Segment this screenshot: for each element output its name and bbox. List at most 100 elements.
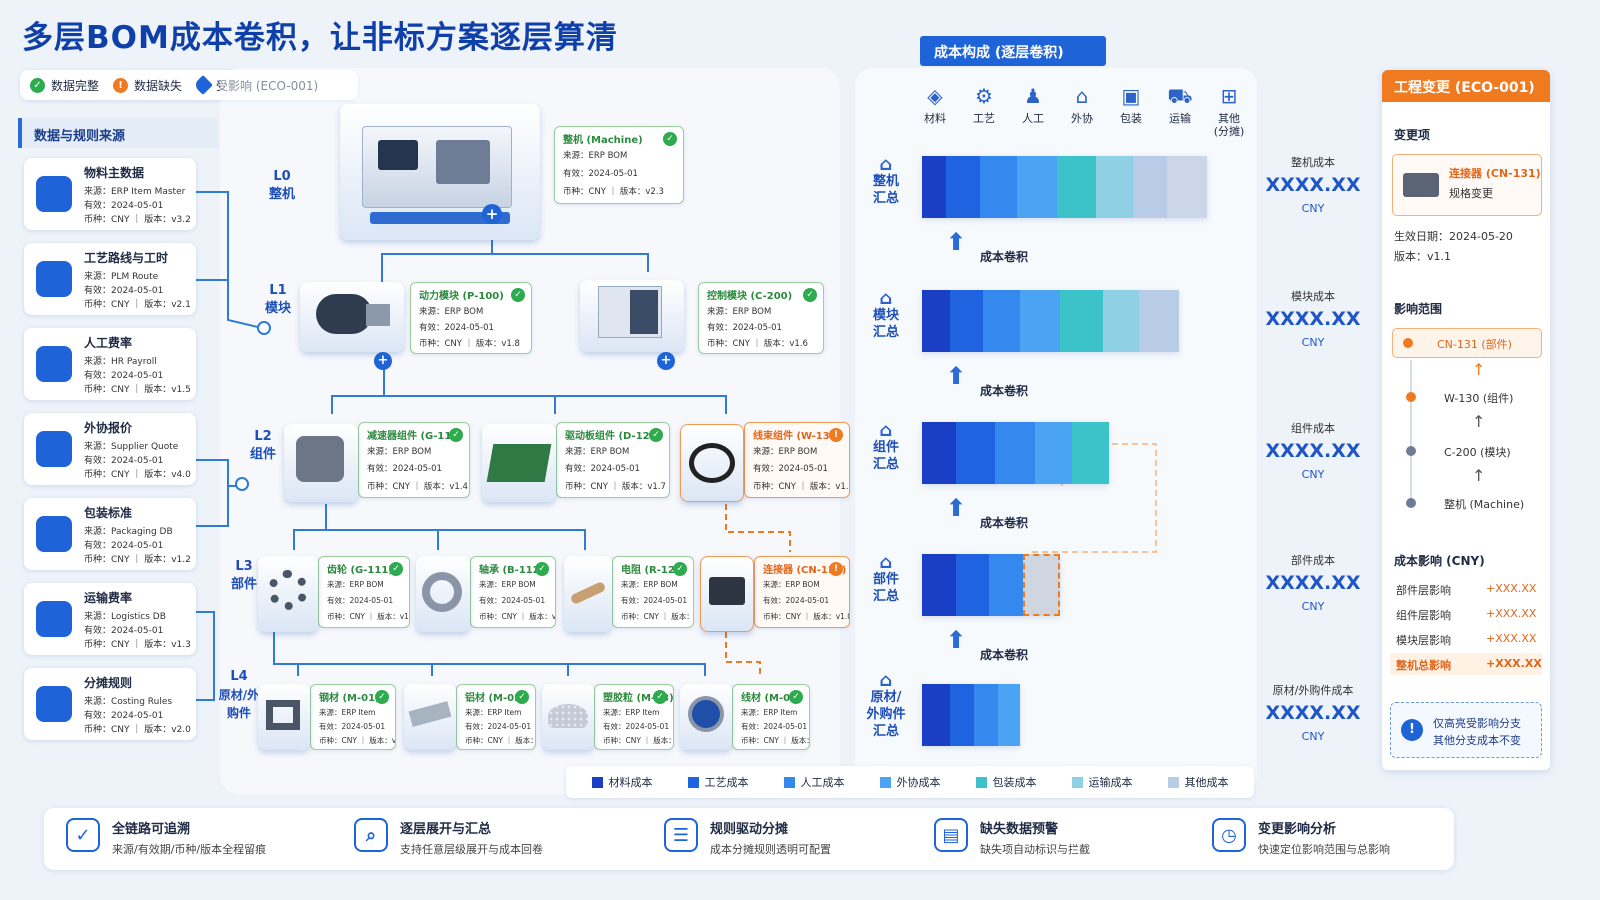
- check-icon: ✓: [673, 562, 687, 576]
- cost-panel-header: 成本构成 (逐层卷积): [920, 36, 1106, 66]
- check-icon: ✓: [789, 690, 803, 704]
- impact-item-c200[interactable]: C-200 (模块): [1444, 446, 1511, 459]
- summary-icon: ⌂: [879, 552, 893, 573]
- legend-swatch: [687, 776, 699, 788]
- cost-segment: [1096, 156, 1134, 218]
- factory-icon: ⌂: [1075, 84, 1089, 108]
- cost-segment: [1139, 290, 1179, 352]
- rollup-label: 成本卷积: [980, 384, 1029, 398]
- machine-illustration[interactable]: [340, 104, 540, 240]
- cost-legend-item: 运输成本: [1071, 774, 1133, 790]
- legend-affected: 受影响 (ECO-001): [193, 75, 318, 95]
- legend-swatch: [879, 776, 891, 788]
- cost-segment: [922, 554, 956, 616]
- wire-spool-illustration: [680, 684, 732, 750]
- cost-segment: [1166, 156, 1207, 218]
- feature-item: ⌕逐层展开与汇总支持任意层级展开与成本回卷: [354, 818, 543, 857]
- sources-title: 数据与规则来源: [18, 118, 218, 148]
- cost-unit: CNY: [1301, 600, 1325, 613]
- eco-note: ! 仅高亮受影响分支 其他分支成本不变: [1390, 702, 1542, 758]
- allocate-icon: ⊞: [1220, 84, 1238, 108]
- flow-icon: ⚙: [975, 84, 993, 108]
- impact-item-w130[interactable]: W-130 (组件): [1444, 392, 1514, 405]
- clock-icon: ◷: [1212, 818, 1246, 852]
- check-icon: ✓: [375, 690, 389, 704]
- check-icon: ✓: [649, 428, 663, 442]
- eco-change-item[interactable]: 连接器 (CN-131) 规格变更: [1392, 154, 1542, 216]
- eco-cost-row: 组件层影响+XXX.XX: [1396, 607, 1537, 622]
- rollup-label: 成本卷积: [980, 648, 1029, 662]
- cost-legend-item: 人工成本: [783, 774, 845, 790]
- cost-category-header: ◈材料⚙工艺♟人工⌂外协▣包装⛟运输⊞其他 (分摊): [912, 84, 1252, 138]
- cost-segment: [998, 684, 1020, 746]
- impact-item-machine[interactable]: 整机 (Machine): [1444, 498, 1525, 511]
- cost-row-label: ⌂原材/ 外购件 汇总: [866, 670, 906, 740]
- info-icon: !: [1401, 719, 1423, 741]
- cost-segment: [983, 290, 1020, 352]
- gear-illustration: [258, 556, 318, 632]
- cost-category-1: ⚙工艺: [961, 84, 1007, 138]
- rollup-arrow-icon: ⬆: [946, 228, 967, 256]
- factory-icon: [32, 427, 76, 471]
- impact-item-cn131[interactable]: CN-131 (部件): [1392, 328, 1542, 358]
- cost-segment: [922, 684, 950, 746]
- harness-illustration: [680, 424, 744, 502]
- cost-bar[interactable]: [922, 422, 1109, 484]
- cost-name: 模块成本: [1291, 290, 1335, 303]
- cost-segment: [1056, 156, 1097, 218]
- cost-segment: [1022, 554, 1060, 616]
- cost-legend-item: 材料成本: [591, 774, 653, 790]
- cost-category-3: ⌂外协: [1059, 84, 1105, 138]
- users-icon: [32, 342, 76, 386]
- expand-p100-button[interactable]: +: [374, 352, 392, 370]
- rollup-arrow-icon: ⬆: [946, 626, 967, 654]
- cost-row-label: ⌂部件 汇总: [866, 554, 906, 605]
- cost-row-label: ⌂组件 汇总: [866, 422, 906, 473]
- cost-bar[interactable]: [922, 290, 1179, 352]
- document-icon: ▤: [934, 818, 968, 852]
- eco-cost-row: 模块层影响+XXX.XX: [1396, 632, 1537, 647]
- cost-segment: [955, 554, 990, 616]
- expand-c200-button[interactable]: +: [657, 352, 675, 370]
- cost-segment: [922, 156, 947, 218]
- cost-name: 原材/外购件成本: [1272, 684, 1354, 697]
- cost-segment: [955, 422, 996, 484]
- cost-segment: [922, 290, 950, 352]
- cost-bar[interactable]: [922, 684, 1020, 746]
- cost-category-5: ⛟运输: [1157, 84, 1203, 138]
- cost-legend-item: 其他成本: [1167, 774, 1229, 790]
- feature-item: ◷变更影响分析快速定位影响范围与总影响: [1212, 818, 1390, 857]
- expand-machine-button[interactable]: +: [482, 204, 502, 224]
- check-icon: ✓: [511, 288, 525, 302]
- database-icon: [32, 172, 76, 216]
- cost-bar[interactable]: [922, 554, 1060, 616]
- cost-bar[interactable]: [922, 156, 1207, 218]
- summary-icon: ⌂: [879, 420, 893, 441]
- resistor-illustration: [564, 556, 612, 632]
- feature-item: ☰规则驱动分摊成本分摊规则透明可配置: [664, 818, 831, 857]
- summary-icon: ⌂: [879, 288, 893, 309]
- cost-value: XXXX.XX: [1265, 440, 1361, 462]
